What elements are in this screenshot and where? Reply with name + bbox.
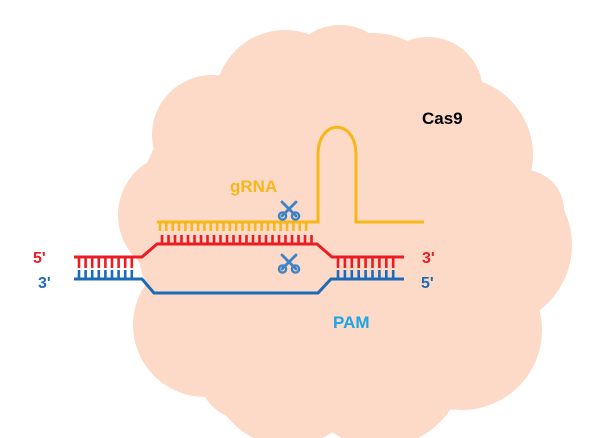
grna-bases — [158, 222, 308, 231]
scissors-handle — [277, 211, 288, 221]
complementary-dna-strand — [74, 270, 404, 295]
scissors-icon — [277, 200, 301, 221]
scissors-handle — [290, 264, 301, 274]
scissors-handle — [290, 211, 301, 221]
top-strand-3prime-label: 3' — [422, 250, 435, 267]
scissors-icon — [277, 253, 301, 274]
target-strand-bases — [77, 235, 395, 268]
bottom-strand-3prime-label: 3' — [38, 275, 51, 292]
cloud-lobe — [198, 324, 294, 420]
target-dna-strand — [74, 235, 404, 268]
grna-strand — [157, 125, 424, 231]
grna-label: gRNA — [230, 177, 277, 196]
top-strand-5prime-label: 5' — [33, 250, 46, 267]
grna-backbone — [157, 125, 424, 224]
bottom-strand-5prime-label: 5' — [421, 275, 434, 292]
pam-label: PAM — [333, 313, 370, 332]
cloud-lobe — [285, 25, 395, 135]
cloud-lobe — [373, 37, 483, 147]
complementary-strand-bases — [77, 270, 395, 279]
cas9-label: Cas9 — [422, 109, 463, 128]
cloud-lobe — [484, 170, 564, 250]
scissors-handle — [277, 264, 288, 274]
cas9-protein-cloud — [118, 25, 572, 438]
